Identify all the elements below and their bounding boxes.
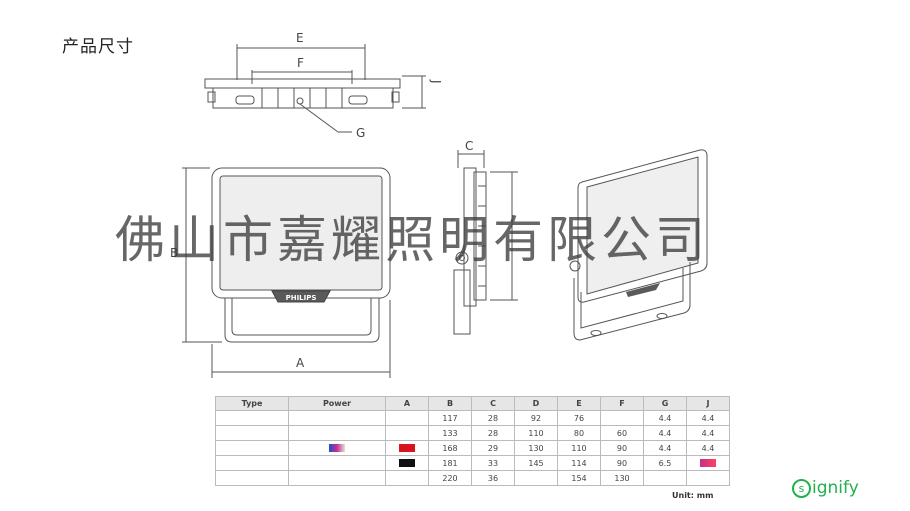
table-cell: 4.4 xyxy=(643,440,687,456)
table-cell: 110 xyxy=(557,440,601,456)
table-row: 168 29 130 110 90 4.4 4.4 xyxy=(215,440,730,456)
table-cell xyxy=(385,470,429,486)
philips-badge xyxy=(271,290,331,303)
table-header-row: Type Power A B C D E F G J xyxy=(215,396,730,411)
table-row: 181 33 145 114 90 6.5 xyxy=(215,455,730,471)
table-cell xyxy=(215,440,289,456)
table-cell xyxy=(215,470,289,486)
table-cell: 92 xyxy=(514,410,558,426)
table-cell xyxy=(600,410,644,426)
signify-s-mark: s xyxy=(792,478,811,498)
perspective-philips-badge xyxy=(626,283,660,297)
table-cell: 28 xyxy=(471,410,515,426)
table-cell: 133 xyxy=(428,425,472,441)
table-cell xyxy=(215,410,289,426)
side-view xyxy=(453,150,518,335)
table-cell: 130 xyxy=(600,470,644,486)
table-cell xyxy=(686,470,730,486)
table-row: 117 28 92 76 4.4 4.4 xyxy=(215,410,730,426)
table-cell: 76 xyxy=(557,410,601,426)
dim-a-label: A xyxy=(296,356,305,370)
col-header-e: E xyxy=(557,396,601,411)
table-cell xyxy=(288,440,386,456)
table-cell xyxy=(215,455,289,471)
table-cell: 36 xyxy=(471,470,515,486)
col-header-d: D xyxy=(514,396,558,411)
redacted-mark xyxy=(700,459,716,467)
table-row: 220 36 154 130 xyxy=(215,470,730,486)
table-cell: 4.4 xyxy=(686,425,730,441)
table-cell xyxy=(288,470,386,486)
redacted-mark xyxy=(399,444,415,452)
col-header-j: J xyxy=(686,396,730,411)
table-cell xyxy=(288,410,386,426)
table-cell: 117 xyxy=(428,410,472,426)
philips-logo: PHILIPS xyxy=(286,294,317,302)
redacted-mark xyxy=(399,459,415,467)
table-cell xyxy=(288,425,386,441)
section-heading: 产品尺寸 xyxy=(62,37,134,57)
table-cell: 29 xyxy=(471,440,515,456)
redacted-mark xyxy=(329,444,345,452)
col-header-f: F xyxy=(600,396,644,411)
dim-c-label: C xyxy=(465,139,473,153)
table-cell: 114 xyxy=(557,455,601,471)
table-cell: 110 xyxy=(514,425,558,441)
table-cell: 33 xyxy=(471,455,515,471)
table-cell: 4.4 xyxy=(643,410,687,426)
spec-table: Type Power A B C D E F G J 117 28 92 76 … xyxy=(215,396,730,486)
table-cell: 145 xyxy=(514,455,558,471)
table-cell: 4.4 xyxy=(686,410,730,426)
perspective-view xyxy=(569,149,708,341)
table-cell: 181 xyxy=(428,455,472,471)
table-cell xyxy=(385,425,429,441)
col-header-type: Type xyxy=(215,396,289,411)
table-cell xyxy=(385,410,429,426)
col-header-power: Power xyxy=(288,396,386,411)
table-cell: 90 xyxy=(600,455,644,471)
table-cell xyxy=(385,440,429,456)
table-cell: 6.5 xyxy=(643,455,687,471)
table-row: 133 28 110 80 60 4.4 4.4 xyxy=(215,425,730,441)
dim-j-label: J xyxy=(429,79,443,84)
table-cell: 168 xyxy=(428,440,472,456)
table-cell: 130 xyxy=(514,440,558,456)
table-cell xyxy=(215,425,289,441)
company-watermark: 佛山市嘉耀照明有限公司 xyxy=(115,211,709,269)
col-header-b: B xyxy=(428,396,472,411)
table-cell: 4.4 xyxy=(686,440,730,456)
table-cell xyxy=(643,470,687,486)
table-cell: 4.4 xyxy=(643,425,687,441)
signify-wordmark: ignify xyxy=(812,478,859,498)
table-cell: 60 xyxy=(600,425,644,441)
table-cell: 220 xyxy=(428,470,472,486)
table-cell: 154 xyxy=(557,470,601,486)
col-header-a: A xyxy=(385,396,429,411)
table-cell xyxy=(288,455,386,471)
table-cell xyxy=(686,455,730,471)
top-view xyxy=(204,44,426,133)
dim-b-label: B xyxy=(170,246,178,260)
table-cell: 90 xyxy=(600,440,644,456)
table-cell: 28 xyxy=(471,425,515,441)
table-cell: 80 xyxy=(557,425,601,441)
dim-f-label: F xyxy=(297,56,304,70)
table-cell xyxy=(514,470,558,486)
dim-e-label: E xyxy=(296,31,304,45)
unit-label: Unit: mm xyxy=(672,491,714,500)
dim-g-label: G xyxy=(356,126,365,140)
col-header-g: G xyxy=(643,396,687,411)
table-cell xyxy=(385,455,429,471)
col-header-c: C xyxy=(471,396,515,411)
